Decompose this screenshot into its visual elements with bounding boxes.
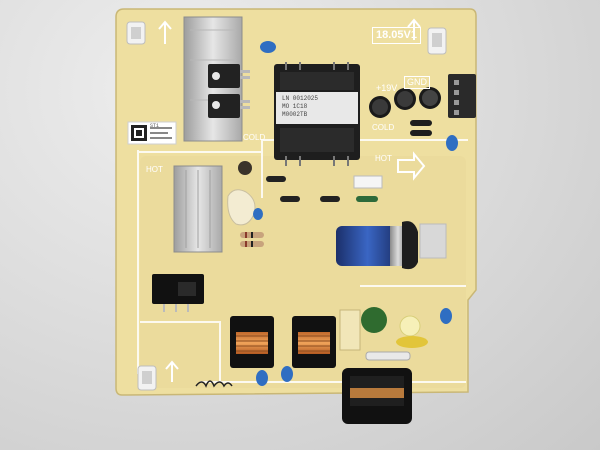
mosfet-lower xyxy=(208,94,250,118)
thermistor-yellow xyxy=(399,315,421,337)
ceramic-capacitor-blue-bottom-2 xyxy=(281,366,293,382)
ac-inlet xyxy=(342,368,412,424)
mounting-pad-top-right xyxy=(427,27,447,55)
transformer-label-3: M0002TB xyxy=(282,111,308,118)
fuse-glass xyxy=(365,351,411,361)
transformer-label-2: MO 1C18 xyxy=(282,103,308,110)
arrow-up-icons xyxy=(158,18,421,382)
x-capacitor xyxy=(339,309,361,351)
ceramic-capacitor-blue-bottom-3 xyxy=(440,308,452,324)
transformer-label-1: LN 0012025 xyxy=(282,95,319,102)
mosfet-upper xyxy=(208,64,250,88)
common-mode-choke-right xyxy=(292,316,336,368)
cold-label-top: COLD xyxy=(372,123,395,132)
small-capacitor-dark xyxy=(238,161,252,175)
output-connector xyxy=(448,74,476,118)
resistor-row xyxy=(240,232,264,247)
common-mode-choke-left xyxy=(230,316,274,368)
cold-label-mid: COLD xyxy=(243,133,266,142)
ceramic-capacitor-blue-bottom-1 xyxy=(256,370,268,386)
main-transformer xyxy=(274,62,360,166)
ceramic-capacitor-blue-top xyxy=(260,41,276,53)
mounting-pad-bottom-left xyxy=(137,365,157,391)
fuse-holder-yellow xyxy=(396,336,428,348)
bulk-capacitor xyxy=(336,221,418,270)
mounting-pad-top-left xyxy=(126,21,146,45)
small-ic-white xyxy=(353,175,383,189)
handwritten-mark xyxy=(195,380,233,388)
bridge-rectifier xyxy=(152,274,204,312)
gnd-label: GND xyxy=(404,76,430,89)
ceramic-capacitor-blue-mid xyxy=(253,208,263,220)
varistor-green xyxy=(361,307,387,333)
hot-label-right: HOT xyxy=(375,154,392,163)
ceramic-capacitor-blue-right xyxy=(446,135,458,151)
qr-label-text: ST1 xyxy=(150,123,160,129)
output-capacitor-1 xyxy=(369,96,391,118)
diodes-middle xyxy=(266,176,378,202)
silkscreen-outlines xyxy=(137,139,468,383)
heatsink-left xyxy=(173,165,223,253)
board-cutout xyxy=(419,223,447,259)
qr-label xyxy=(127,121,177,145)
voltage-label: 18.05V1 xyxy=(372,27,421,44)
output-capacitor-3 xyxy=(419,87,441,109)
arrow-right-icon xyxy=(397,151,426,181)
hot-label-left: HOT xyxy=(146,165,163,174)
small-diodes-right xyxy=(410,120,432,136)
rail-label: +19V xyxy=(376,83,398,93)
output-capacitor-2 xyxy=(394,88,416,110)
